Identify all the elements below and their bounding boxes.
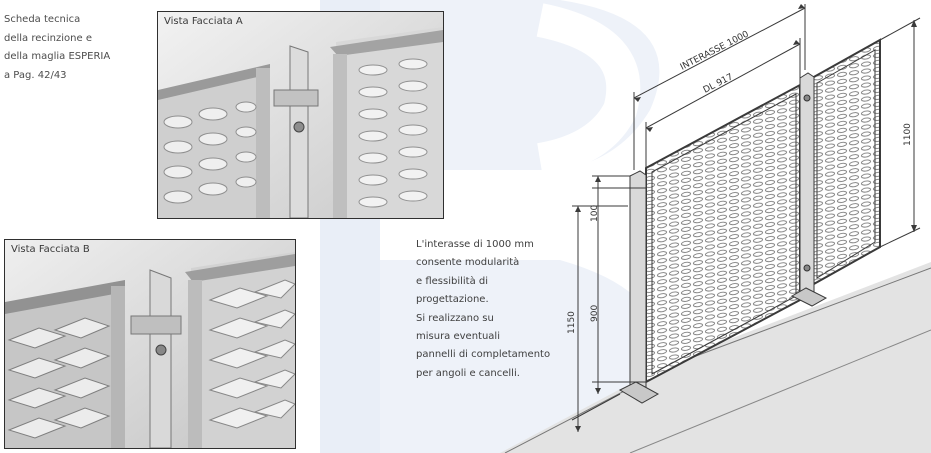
note-line: della maglia ESPERIA <box>4 51 111 63</box>
ground-base <box>500 262 931 453</box>
description-line: Si realizzano su <box>416 312 494 324</box>
dim-dl: DL 917 <box>702 72 735 95</box>
fence-post-left <box>629 170 647 398</box>
fence-technical-drawing: INTERASSE 1000 DL 917 1100 100 900 1150 <box>500 4 931 453</box>
description-line: progettazione. <box>416 294 489 306</box>
dim-top-offset: 100 <box>590 205 600 222</box>
dim-interasse: INTERASSE 1000 <box>679 29 751 72</box>
technical-sheet-note: Scheda tecnica della recinzione e della … <box>4 11 154 85</box>
post-base-left <box>618 381 660 404</box>
facade-b-illustration <box>5 240 295 448</box>
description-line: per angoli e cancelli. <box>416 367 520 379</box>
post-base-right <box>790 287 828 307</box>
note-line: Scheda tecnica <box>4 14 81 25</box>
description-line: pannelli di completamento <box>416 349 551 361</box>
photo-facade-b: Vista Facciata B <box>4 239 296 449</box>
description-line: consente modularità <box>416 257 520 269</box>
photo-facade-a: Vista Facciata A <box>157 11 444 219</box>
photo-b-label: Vista Facciata B <box>11 244 90 255</box>
dim-panel-height: 900 <box>590 305 600 322</box>
description-line: e flessibilità di <box>416 275 489 287</box>
photo-a-label: Vista Facciata A <box>164 16 243 27</box>
dim-height-right: 1100 <box>903 123 913 146</box>
dim-total-height: 1150 <box>567 311 577 334</box>
note-line: a Pag. 42/43 <box>4 69 67 81</box>
mesh-panel-secondary <box>811 38 881 287</box>
description-text: L'interasse di 1000 mm consente modulari… <box>416 236 566 383</box>
description-line: misura eventuali <box>416 331 500 343</box>
facade-a-illustration <box>158 12 443 218</box>
description-line: L'interasse di 1000 mm <box>416 239 534 250</box>
note-line: della recinzione e <box>4 32 92 44</box>
